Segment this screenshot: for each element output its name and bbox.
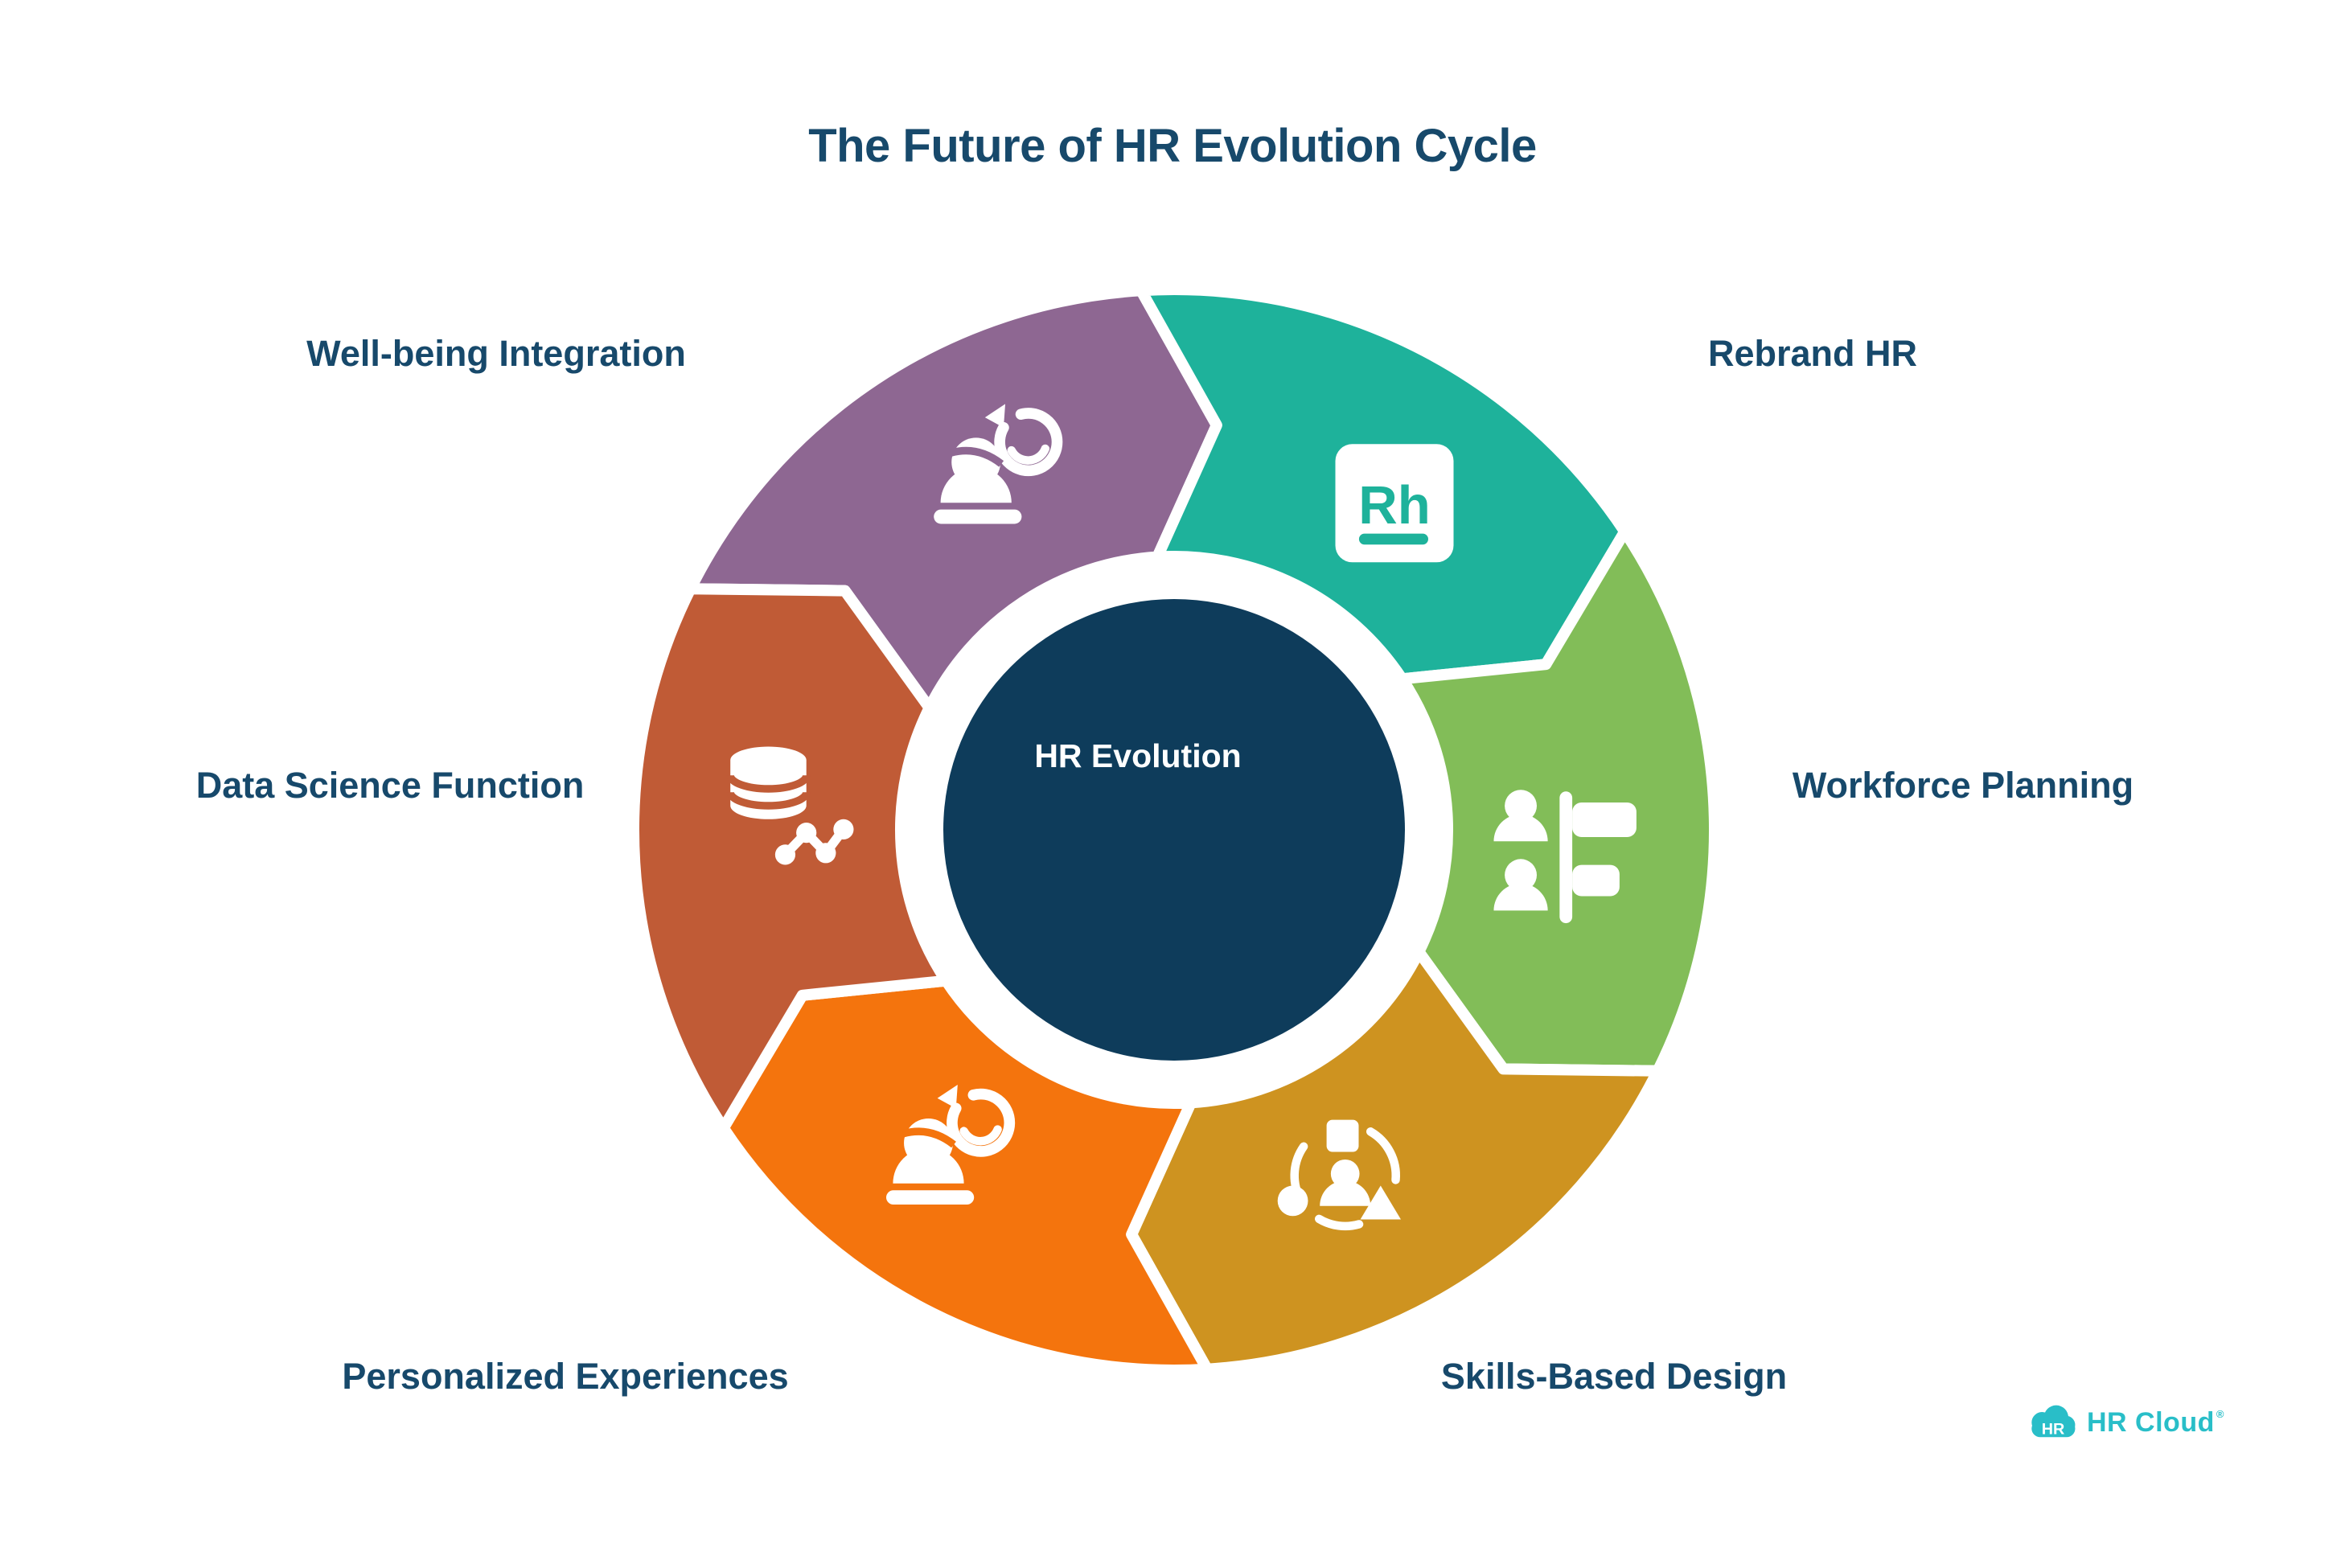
wheel-segment-2 — [1396, 526, 1720, 1077]
hub-label: HR Evolution — [1034, 737, 1241, 774]
segment-label-skills-based-design: Skills-Based Design — [1440, 1356, 1788, 1397]
logo-badge-text: HR — [2042, 1420, 2065, 1438]
logo-wordmark: HR Cloud® — [2087, 1407, 2224, 1439]
segment-label-rebrand-hr: Rebrand HR — [1707, 333, 1918, 374]
registered-mark: ® — [2216, 1408, 2224, 1421]
segment-label-data-science-function: Data Science Function — [195, 765, 585, 806]
hr-cloud-badge-icon: HR — [2031, 1405, 2076, 1438]
rh-badge-icon — [1335, 444, 1454, 563]
wheel-segments — [628, 284, 1720, 1376]
hub: HR Evolution — [906, 562, 1442, 1098]
hr-cloud-logo: HR HR Cloud® — [2027, 1404, 2224, 1441]
segment-label-personalized-experiences: Personalized Experiences — [342, 1356, 789, 1397]
segment-label-wellbeing-integration: Well-being Integration — [306, 333, 686, 374]
page-title: The Future of HR Evolution Cycle — [808, 120, 1537, 172]
cycle-wheel: Rh — [628, 284, 1720, 1376]
logo-name-text: HR Cloud — [2087, 1406, 2215, 1438]
segment-label-workforce-planning: Workforce Planning — [1792, 765, 2134, 806]
hub-circle — [943, 599, 1405, 1061]
wheel-segment-4 — [717, 975, 1213, 1376]
